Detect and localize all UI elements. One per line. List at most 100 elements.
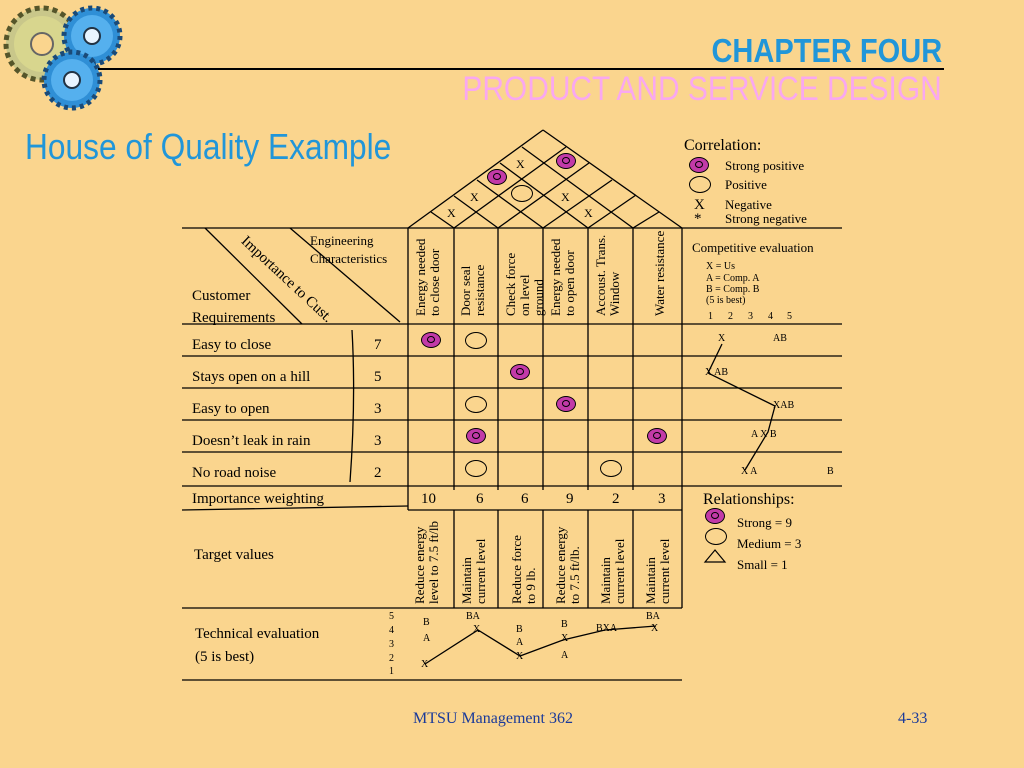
medium-relationship-label: Medium = 3 [737,536,802,551]
competitive-row-4-mark: A X B [751,429,777,440]
competitive-row-5-mark: X A [741,466,758,477]
medium-relationship-symbol [465,460,487,477]
weight-value: 6 [521,491,529,507]
target-value: Maintain current level [598,538,627,604]
competitive-row-2-mark: X AB [705,367,729,378]
weight-value: 3 [658,491,666,507]
medium-relationship-symbol [465,332,487,349]
weight-value: 6 [476,491,484,507]
technical-evaluation-label-2: (5 is best) [195,649,255,665]
tech-mark: BXA [596,623,618,634]
target-value: Reduce energy level to 7.5 ft/lb [412,520,441,604]
requirement-importance: 2 [374,465,382,481]
competitive-scale-1: 1 [708,311,713,322]
requirement-name: Doesn’t leak in rain [192,433,311,449]
characteristic-header: Accoust. Trans. Window [593,234,622,316]
tech-mark: X [561,633,569,644]
competitive-scale-4: 4 [768,311,773,322]
strong-negative-legend-symbol: * [694,211,702,227]
target-value: Maintain current level [643,538,672,604]
customer-requirements-label: Customer [192,288,251,304]
competitive-scale-5: 5 [787,311,792,322]
roof-negative-3: X [561,190,570,204]
strong-positive-legend-icon [689,157,709,173]
characteristic-header: Water resistance [652,230,667,316]
roof-strong-positive-1 [556,153,576,169]
page-number: 4-33 [898,710,928,727]
competitive-key-b: B = Comp. B [706,284,760,295]
triangle-icon [703,549,727,563]
characteristic-header: Door seal resistance [458,264,487,316]
competitive-evaluation-title: Competitive evaluation [692,240,814,255]
strong-relationship-symbol [647,428,667,444]
weight-value: 9 [566,491,574,507]
requirement-name: Easy to close [192,337,272,353]
roof-negative-1: X [516,157,525,171]
negative-legend-label: Negative [725,197,772,212]
tech-scale-value: 4 [389,625,394,636]
tech-mark: BA [466,611,480,622]
target-values-label: Target values [194,547,274,563]
requirement-importance: 5 [374,369,382,385]
roof-negative-4: X [447,206,456,220]
medium-relationship-symbol [600,460,622,477]
competitive-scale-3: 3 [748,311,753,322]
weight-value: 10 [421,491,436,507]
positive-legend-label: Positive [725,177,767,192]
page-title: House of Quality Example [25,126,392,167]
requirement-name: Easy to open [192,401,270,417]
competitive-row-1-mark-2: AB [773,333,787,344]
tech-scale-value: 5 [389,611,394,622]
customer-requirements-label-2: Requirements [192,310,276,326]
tech-mark: A [561,650,569,661]
tech-scale-value: 1 [389,666,394,677]
target-value: Maintain current level [459,538,488,604]
requirement-name: No road noise [192,465,277,481]
tech-mark: X [421,659,429,670]
competitive-scale-2: 2 [728,311,733,322]
weight-value: 2 [612,491,620,507]
footer-course: MTSU Management 362 [413,710,573,727]
technical-evaluation-label: Technical evaluation [195,626,320,642]
target-value: Reduce energy to 7.5 ft/lb. [553,526,582,604]
medium-relationship-symbol [465,396,487,413]
tech-scale-value: 3 [389,639,394,650]
requirement-importance: 3 [374,433,382,449]
small-relationship-label: Small = 1 [737,557,788,572]
strong-relationship-label: Strong = 9 [737,515,793,530]
negative-legend-symbol: X [694,197,705,213]
tech-mark: X [516,651,524,662]
header-rule [98,68,944,70]
target-value: Reduce force to 9 lb. [509,535,538,604]
tech-mark: B [561,619,568,630]
engineering-characteristics-label: Engineering [310,233,374,248]
chapter-subtitle: PRODUCT AND SERVICE DESIGN [462,70,942,108]
tech-scale-value: 2 [389,653,394,664]
strong-relationship-symbol [466,428,486,444]
competitive-row-1-mark: X [718,333,726,344]
tech-mark: A [423,633,431,644]
requirement-importance: 7 [374,337,382,353]
competitive-row-5-mark-2: B [827,466,834,477]
strong-relationship-symbol [556,396,576,412]
characteristic-header: Energy needed to close door [413,238,442,316]
roof-positive [511,185,533,202]
tech-mark: B [423,617,430,628]
competitive-key-a: A = Comp. A [706,273,760,284]
gear-icon [41,49,103,111]
gears-logo [3,5,123,111]
tech-mark: BA [646,611,660,622]
tech-mark: X [473,624,481,635]
roof-negative-5: X [584,206,593,220]
strong-positive-legend-label: Strong positive [725,158,805,173]
requirement-importance: 3 [374,401,382,417]
tech-mark: A [516,637,524,648]
importance-weighting-label: Importance weighting [192,491,325,507]
engineering-characteristics-label-2: Characteristics [310,251,388,266]
tech-mark: X [651,623,659,634]
characteristic-header: Check force on level ground [503,252,546,316]
roof-strong-positive-2 [487,169,507,185]
positive-legend-icon [689,176,711,193]
chapter-title: CHAPTER FOUR [711,32,942,69]
